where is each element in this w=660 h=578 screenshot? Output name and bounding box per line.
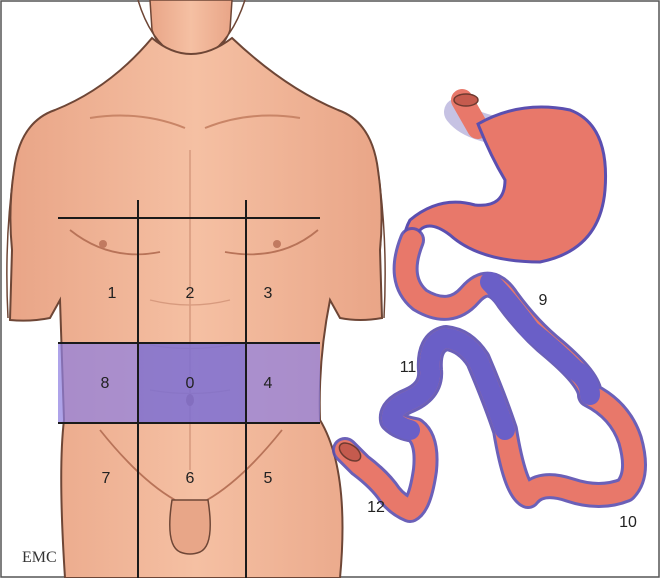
intestine-label-10: 10 (619, 514, 637, 531)
emc-logo: EMC (22, 549, 57, 566)
region-label-5: 5 (264, 470, 273, 487)
region-label-4: 4 (264, 375, 273, 392)
region-label-7: 7 (102, 470, 111, 487)
right-nipple (273, 240, 281, 248)
region-label-0: 0 (186, 375, 195, 392)
intestine-label-9: 9 (539, 292, 548, 309)
region-label-3: 3 (264, 285, 273, 302)
region-label-1: 1 (108, 285, 117, 302)
human-torso-figure (7, 0, 385, 578)
region-label-8: 8 (101, 375, 110, 392)
intestine-label-11: 11 (400, 359, 417, 376)
region-label-6: 6 (186, 470, 195, 487)
groin (170, 500, 210, 554)
stomach (405, 107, 606, 262)
left-nipple (99, 240, 107, 248)
region-label-2: 2 (186, 285, 195, 302)
intestine-label-12: 12 (367, 499, 385, 516)
torso (10, 38, 382, 578)
